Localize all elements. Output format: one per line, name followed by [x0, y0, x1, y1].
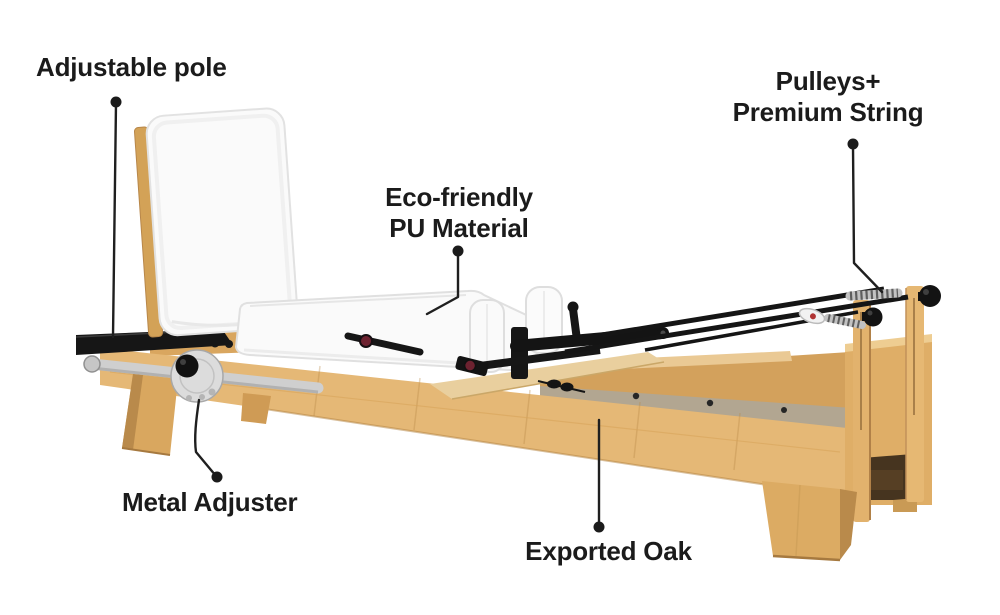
label-metal-adjuster: Metal Adjuster [122, 487, 298, 518]
frame-inner-ledge [540, 386, 852, 430]
adjuster-knob [175, 354, 199, 378]
right-end-frame [845, 286, 932, 522]
leader-exported-oak [593, 418, 605, 533]
left-legs [121, 374, 271, 456]
leader-eco [425, 245, 464, 316]
post-knob-far [919, 285, 941, 307]
leader-adjustable-pole [110, 96, 122, 339]
label-text: Adjustable pole [36, 52, 227, 82]
label-exported-oak: Exported Oak [516, 536, 701, 567]
label-text-line2: Premium String [732, 97, 924, 128]
label-text: Exported Oak [525, 536, 692, 566]
metal-adjuster [170, 349, 224, 403]
strap-handle [798, 307, 826, 325]
label-adjustable-pole: Adjustable pole [36, 52, 227, 83]
leader-pulleys [847, 138, 884, 294]
label-pulleys-premium-string: Pulleys+ Premium String [698, 66, 958, 128]
label-text-line1: Pulleys+ [775, 66, 881, 96]
backrest-pad [133, 107, 299, 338]
leader-lines [110, 96, 884, 533]
leader-metal-adjuster [194, 398, 223, 483]
label-text: Metal Adjuster [122, 487, 298, 517]
post-knob-near [863, 307, 883, 327]
footbar-hardware [344, 301, 669, 393]
right-front-leg [762, 481, 857, 562]
label-text-line1: Eco-friendly [385, 182, 533, 212]
label-eco-friendly-pu-material: Eco-friendly PU Material [339, 182, 579, 244]
springs-and-knobs [798, 285, 941, 329]
label-text-line2: PU Material [389, 213, 529, 244]
shoulder-rests [469, 286, 563, 373]
